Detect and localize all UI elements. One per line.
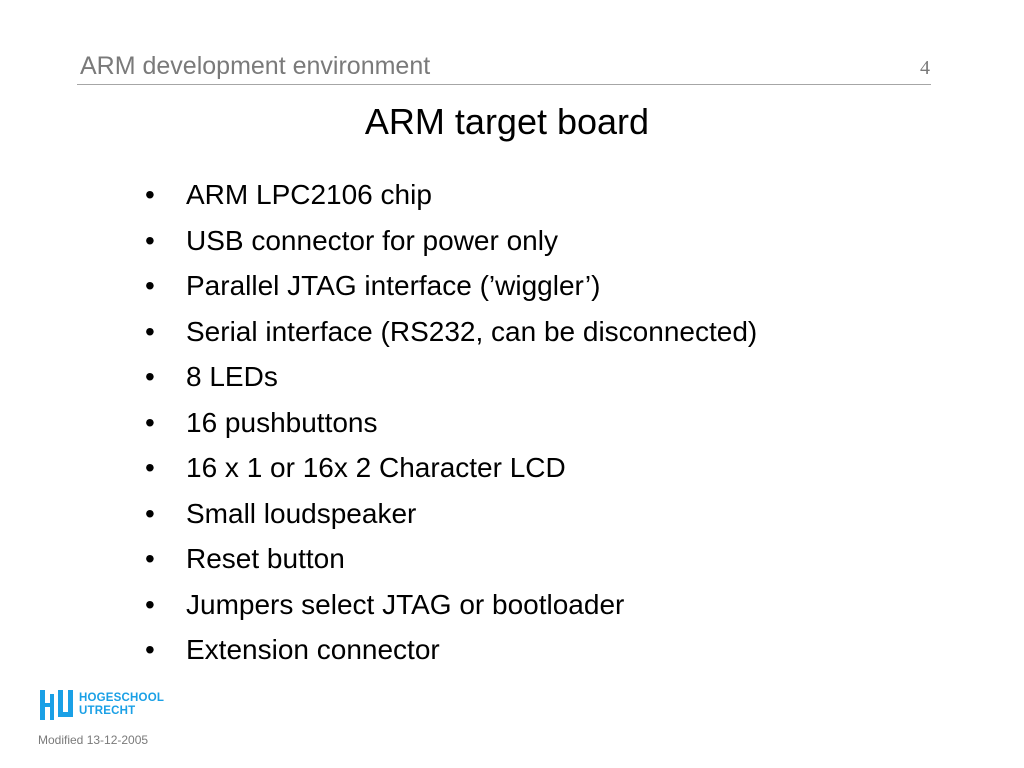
bullet-text: 16 x 1 or 16x 2 Character LCD <box>186 452 566 484</box>
bullet-text: ARM LPC2106 chip <box>186 179 432 211</box>
bullet-icon: • <box>145 406 155 438</box>
bullet-list: • ARM LPC2106 chip • USB connector for p… <box>145 172 757 673</box>
bullet-text: Reset button <box>186 543 345 575</box>
bullet-icon: • <box>145 497 155 529</box>
slide-title: ARM target board <box>364 101 650 142</box>
list-item: • ARM LPC2106 chip <box>145 172 757 218</box>
bullet-icon: • <box>145 179 155 211</box>
bullet-icon: • <box>145 315 155 347</box>
bullet-text: Serial interface (RS232, can be disconne… <box>186 315 758 347</box>
list-item: • 16 pushbuttons <box>145 400 757 446</box>
bullet-icon: • <box>145 270 155 302</box>
list-item: • Small loudspeaker <box>145 491 757 537</box>
bullet-text: 8 LEDs <box>186 361 278 393</box>
list-item: • Extension connector <box>145 627 757 673</box>
bullet-text: 16 pushbuttons <box>186 406 378 438</box>
logo-wordmark: HOGESCHOOL UTRECHT <box>79 692 164 718</box>
hogeschool-utrecht-logo: HOGESCHOOL UTRECHT <box>40 690 164 720</box>
list-item: • Jumpers select JTAG or bootloader <box>145 582 757 628</box>
logo-line-utrecht: UTRECHT <box>79 705 136 717</box>
list-item: • Reset button <box>145 536 757 582</box>
list-item: • 16 x 1 or 16x 2 Character LCD <box>145 445 757 491</box>
bullet-text: Small loudspeaker <box>186 497 417 529</box>
list-item: • USB connector for power only <box>145 218 757 264</box>
list-item: • Serial interface (RS232, can be discon… <box>145 309 757 355</box>
list-item: • Parallel JTAG interface (’wiggler’) <box>145 263 757 309</box>
hu-logo-icon <box>40 690 73 720</box>
bullet-icon: • <box>145 361 155 393</box>
modified-date: Modified 13-12-2005 <box>38 733 149 747</box>
bullet-icon: • <box>145 543 155 575</box>
page-number: 4 <box>920 57 930 79</box>
bullet-icon: • <box>145 634 155 666</box>
logo-line-hogeschool: HOGESCHOOL <box>79 692 165 704</box>
bullet-icon: • <box>145 224 155 256</box>
bullet-text: Extension connector <box>186 634 440 666</box>
header-title: ARM development environment <box>80 52 431 80</box>
header-divider <box>77 84 931 85</box>
bullet-icon: • <box>145 588 155 620</box>
list-item: • 8 LEDs <box>145 354 757 400</box>
bullet-text: Jumpers select JTAG or bootloader <box>186 588 625 620</box>
bullet-text: Parallel JTAG interface (’wiggler’) <box>186 270 601 302</box>
bullet-icon: • <box>145 452 155 484</box>
bullet-text: USB connector for power only <box>186 224 558 256</box>
